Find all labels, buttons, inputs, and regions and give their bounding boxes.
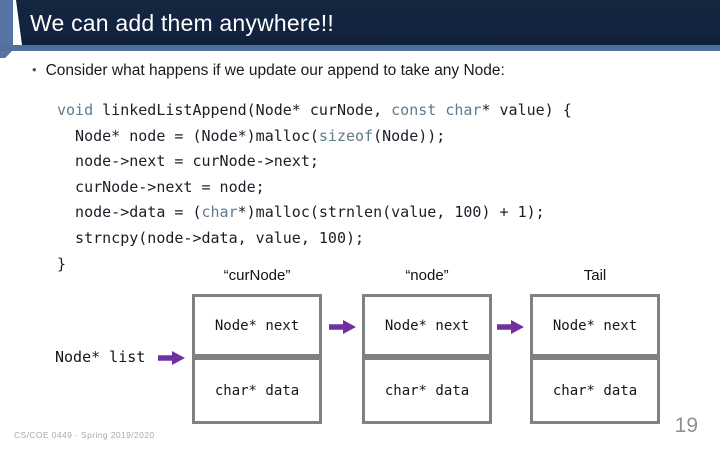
code-token: Node* node = (Node*)malloc( — [57, 126, 319, 145]
next-pointer-cell: Node* next — [530, 294, 660, 357]
list-pointer-arrow-icon — [158, 351, 185, 365]
code-line: strncpy(node->data, value, 100); — [57, 226, 572, 252]
code-token: (Node)); — [373, 126, 446, 145]
code-token: strncpy(node->data, value, 100); — [57, 228, 365, 247]
code-line: } — [57, 252, 572, 278]
keyword-token: char — [445, 101, 482, 119]
node-label: “curNode” — [223, 267, 291, 284]
keyword-token: void — [57, 101, 94, 119]
next-arrow-icon — [329, 320, 356, 334]
slide-title: We can add them anywhere!! — [30, 10, 334, 36]
data-pointer-cell: char* data — [192, 357, 322, 424]
code-token: } — [57, 254, 67, 273]
data-pointer-cell: char* data — [530, 357, 660, 424]
title-underline — [0, 45, 720, 51]
bullet-line: • Consider what happens if we update our… — [32, 62, 505, 80]
code-line: Node* node = (Node*)malloc(sizeof(Node))… — [57, 124, 572, 150]
data-pointer-cell: char* data — [362, 357, 492, 424]
code-line: void linkedListAppend(Node* curNode, con… — [57, 98, 572, 124]
code-token: *)malloc(strnlen(value, 100) + 1); — [237, 203, 545, 222]
footer-course-label: CS/COE 0449 - Spring 2019/2020 — [14, 430, 155, 440]
title-bar — [16, 0, 720, 45]
bullet-icon: • — [32, 62, 37, 77]
next-arrow-icon — [497, 320, 524, 334]
node-label: “node” — [405, 267, 449, 284]
node-label: Tail — [583, 267, 607, 284]
page-number: 19 — [674, 414, 698, 437]
keyword-token: char — [201, 203, 238, 222]
code-token: linkedListAppend(Node* curNode, — [93, 101, 392, 119]
code-token: * value) { — [481, 101, 572, 119]
next-pointer-cell: Node* next — [192, 294, 322, 357]
code-token — [436, 101, 445, 119]
code-line: curNode->next = node; — [57, 175, 572, 201]
keyword-token: const — [391, 101, 437, 119]
keyword-token: sizeof — [318, 126, 374, 145]
list-pointer-label: Node* list — [55, 348, 146, 366]
code-line: node->next = curNode->next; — [57, 149, 572, 175]
code-block: void linkedListAppend(Node* curNode, con… — [57, 98, 572, 277]
next-pointer-cell: Node* next — [362, 294, 492, 357]
accent-stripe — [0, 0, 13, 58]
code-line: node->data = (char*)malloc(strnlen(value… — [57, 200, 572, 226]
code-token: node->data = ( — [57, 203, 202, 222]
bullet-text: Consider what happens if we update our a… — [45, 62, 505, 79]
code-token: curNode->next = node; — [57, 177, 265, 196]
code-token: node->next = curNode->next; — [57, 152, 319, 171]
